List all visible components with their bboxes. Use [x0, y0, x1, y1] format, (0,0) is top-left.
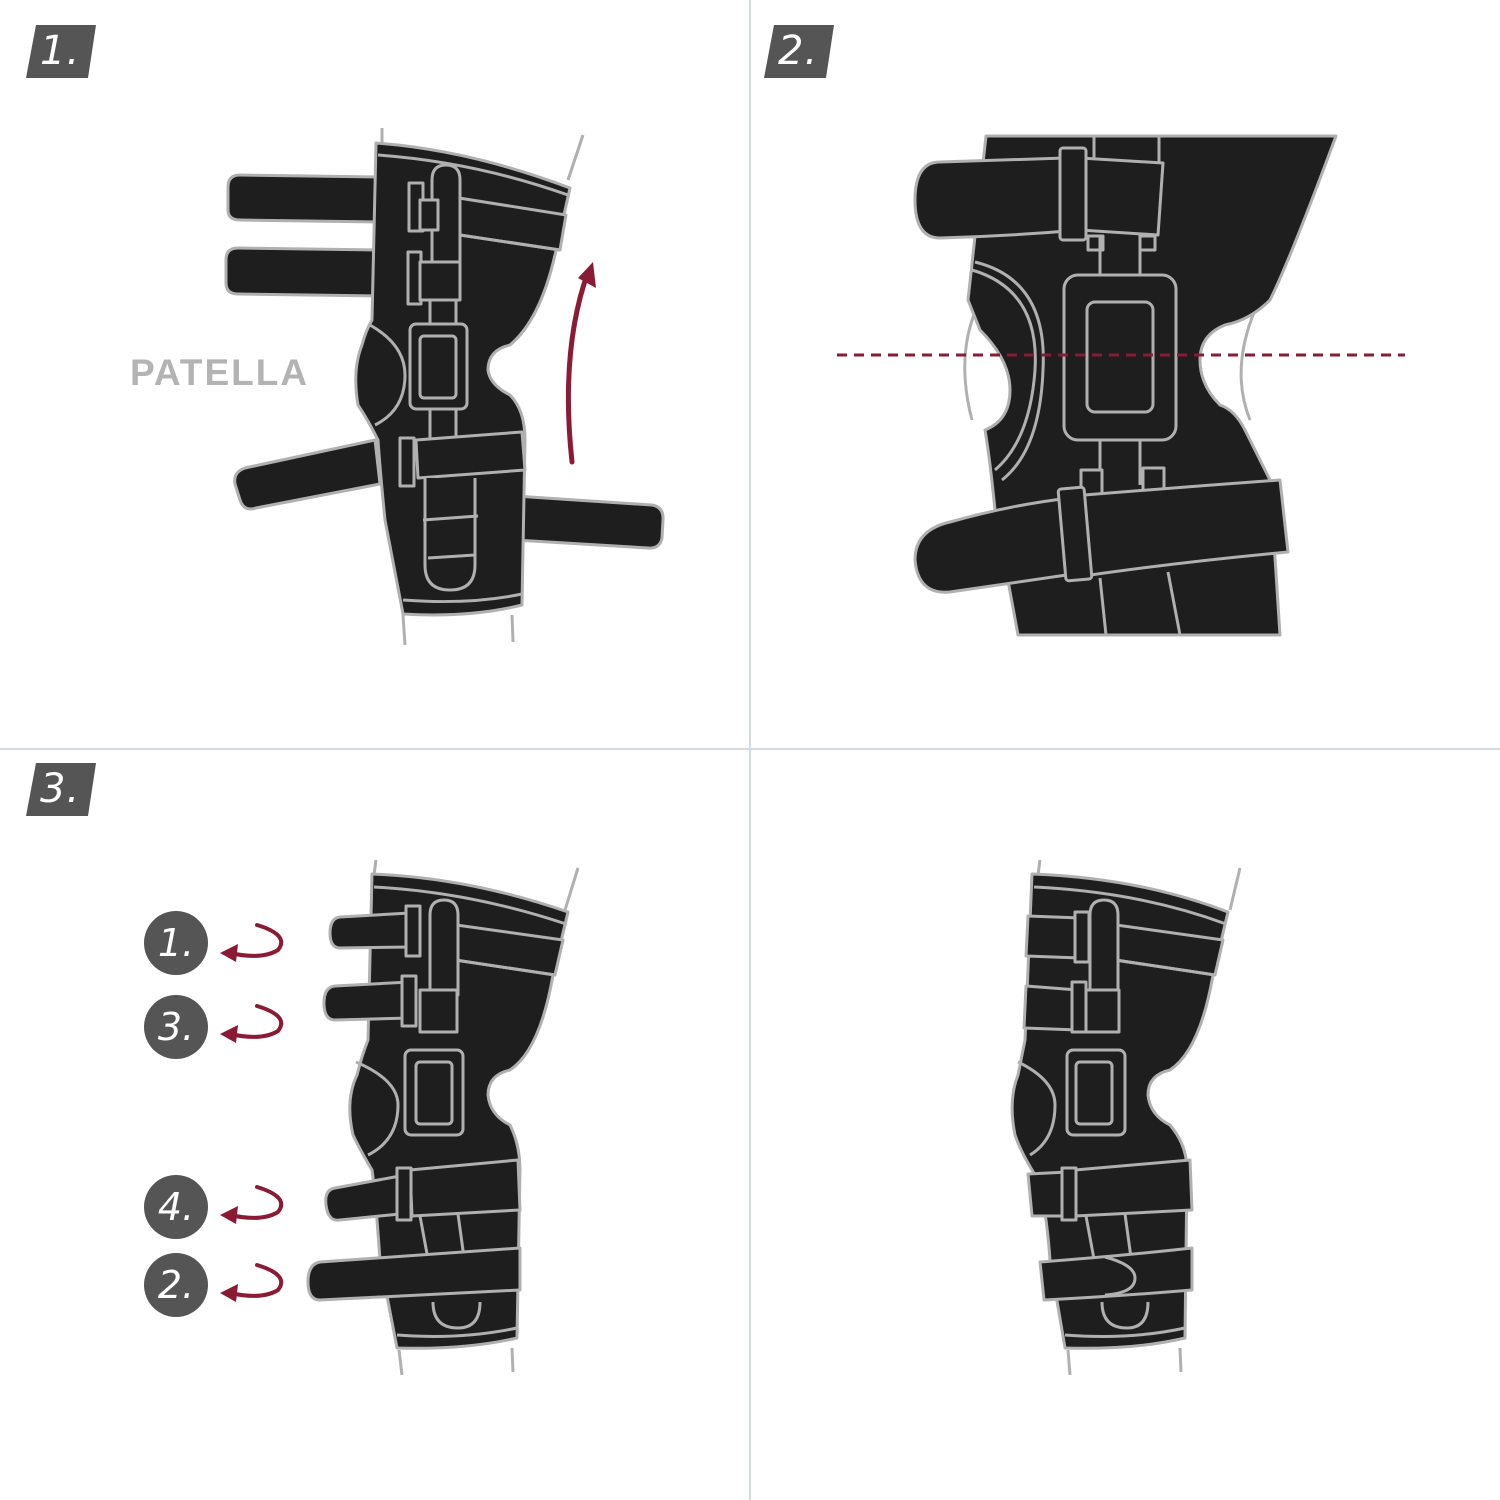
strap-order-badge-4: 4. — [144, 1175, 208, 1239]
knee-brace-fastened-illustration — [1010, 859, 1242, 1376]
panel-step-4 — [750, 750, 1500, 1500]
step-badge-2: 2. — [764, 25, 834, 78]
strap-order-badge-3: 3. — [144, 995, 208, 1059]
step-badge-1: 1. — [26, 25, 96, 78]
panel-step-3: 3. 1. 3. 4. 2. — [0, 750, 750, 1500]
panel-step-2: 2. — [750, 0, 1500, 750]
knee-brace-open-illustration — [224, 128, 665, 646]
vertical-divider — [749, 0, 751, 1500]
step-badge-3: 3. — [26, 763, 96, 816]
strap-order-badge-1: 1. — [144, 911, 208, 975]
horizontal-divider — [0, 748, 1500, 750]
wrap-arrow-icons — [228, 923, 284, 1298]
patella-label: PATELLA — [130, 352, 310, 393]
knee-brace-fastening-illustration — [220, 859, 580, 1376]
strap-order-badge-2: 2. — [144, 1253, 208, 1317]
panel-step-1: 1. PATELLA — [0, 0, 750, 750]
knee-brace-closeup-illustration — [837, 134, 1405, 637]
